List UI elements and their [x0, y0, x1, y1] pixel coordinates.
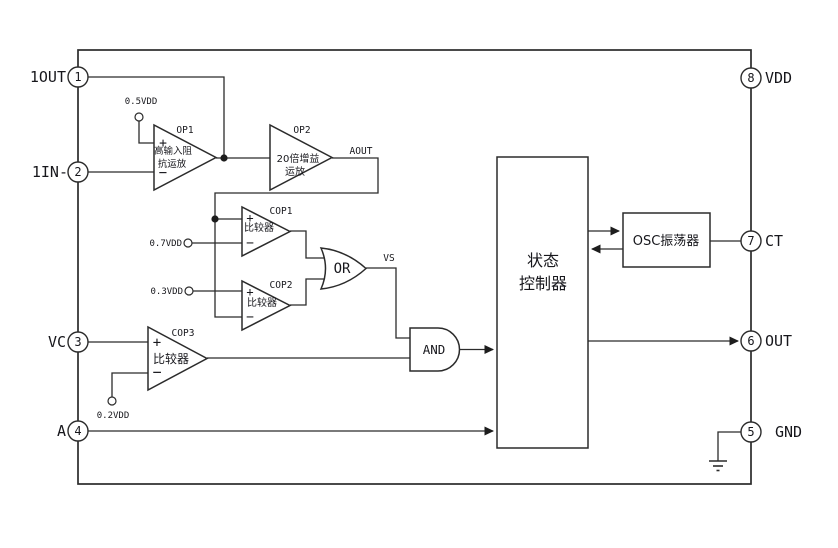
wire-ref05-op1 [138, 121, 154, 144]
cop1-minus-icon: − [246, 236, 254, 251]
ref05-label: 0.5VDD [125, 97, 158, 107]
or-gate [319, 247, 368, 290]
pin-4-number: 4 [74, 424, 81, 438]
cop3-desc: 比较器 [153, 351, 189, 366]
wire-aout [214, 157, 379, 318]
ref03-label: 0.3VDD [150, 287, 183, 297]
ground-icon [709, 460, 727, 472]
pin-8-circle [740, 67, 762, 89]
pin-7-number: 7 [747, 234, 754, 248]
cop1-label: COP1 [270, 206, 293, 217]
pin-2-label: 1IN- [32, 163, 68, 181]
cop2-label: COP2 [270, 280, 293, 291]
op2-desc-line1: 20倍增益 [277, 152, 320, 165]
or-gate-label: OR [334, 261, 351, 277]
op2-amplifier [269, 123, 334, 192]
pin-1-number: 1 [74, 70, 81, 84]
pin-6-circle [740, 330, 762, 352]
cop3-plus-icon: + [153, 335, 161, 351]
wire-pin5-ground [717, 431, 742, 461]
cop3-minus-icon: − [152, 363, 161, 381]
junction-dot-op1-output [220, 154, 228, 162]
op1-desc-line1: 高输入阻 [154, 145, 193, 157]
cop2-minus-icon: − [246, 310, 254, 325]
op1-label: OP1 [176, 125, 193, 136]
pin-5-circle [740, 421, 762, 443]
ic-boundary [77, 49, 752, 485]
pin-3-label: VC [48, 333, 66, 351]
state-controller-box [496, 156, 589, 449]
pin-3-circle [67, 331, 89, 353]
ref07-label: 0.7VDD [149, 239, 182, 249]
pin-7-circle [740, 230, 762, 252]
pin-7: 7 CT [740, 230, 783, 252]
wire-cop1-or [290, 230, 326, 259]
ref02-label: 0.2VDD [97, 411, 130, 421]
cop2-comparator [241, 279, 292, 332]
pin-8-number: 8 [747, 71, 754, 85]
state-controller-line1: 状态 [527, 251, 559, 270]
pin-6: 6 OUT [740, 330, 792, 352]
vs-signal-label: VS [383, 253, 395, 264]
cop2-desc: 比较器 [247, 296, 277, 309]
pin-7-label: CT [765, 232, 783, 250]
pin-5-number: 5 [747, 425, 754, 439]
op1-desc-line2: 抗运放 [158, 158, 187, 170]
cop1-comparator [241, 205, 292, 258]
terminal-ref05 [134, 112, 144, 122]
pin-4: 4 A [57, 420, 89, 442]
op2-label: OP2 [293, 125, 310, 136]
pin-2-number: 2 [74, 165, 81, 179]
and-gate-label: AND [423, 342, 446, 357]
pin-8-label: VDD [765, 69, 792, 87]
oscillator-box [622, 212, 711, 268]
cop2-plus-icon: + [246, 285, 253, 299]
wire-vs-or-and [366, 267, 410, 339]
pin-4-circle [67, 420, 89, 442]
oscillator-label: OSC振荡器 [633, 234, 700, 249]
op1-minus-icon: − [159, 165, 167, 181]
wire-ref02-cop3 [111, 372, 148, 397]
state-controller-line2: 控制器 [519, 274, 567, 293]
pin-2-circle [67, 161, 89, 183]
junction-dot-cop1-input [211, 215, 219, 223]
pin-1: 1 1OUT [30, 66, 89, 88]
pin-3-number: 3 [74, 335, 81, 349]
terminal-ref07 [183, 238, 193, 248]
cop3-comparator [147, 325, 209, 392]
op1-amplifier [153, 123, 218, 192]
aout-signal-label: AOUT [350, 146, 373, 157]
and-gate [409, 327, 461, 372]
pin-5: 5 GND [740, 421, 802, 443]
pin-6-label: OUT [765, 332, 792, 350]
pin-1-label: 1OUT [30, 68, 66, 86]
cop1-desc: 比较器 [244, 221, 274, 234]
cop3-label: COP3 [172, 328, 195, 339]
terminal-ref03 [184, 286, 194, 296]
cop1-plus-icon: + [246, 211, 253, 225]
pin-5-label: GND [775, 423, 802, 441]
wire-cop2-or [290, 278, 326, 306]
pin-2: 2 1IN- [32, 161, 89, 183]
wire-pin1-feedback [88, 76, 225, 158]
op2-desc-line2: 运放 [285, 165, 305, 178]
pin-1-circle [67, 66, 89, 88]
terminal-ref02 [107, 396, 117, 406]
pin-3: 3 VC [48, 331, 89, 353]
pin-6-number: 6 [747, 334, 754, 348]
op1-plus-icon: + [159, 136, 167, 151]
pin-8: 8 VDD [740, 67, 792, 89]
pin-4-label: A [57, 422, 66, 440]
